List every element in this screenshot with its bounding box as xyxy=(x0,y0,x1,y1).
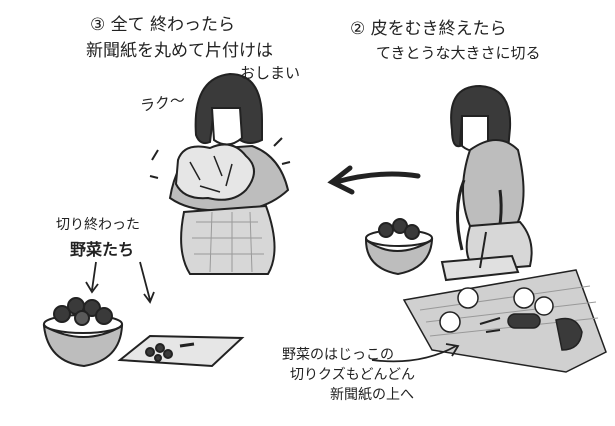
arrow-left-icon xyxy=(327,165,421,195)
left-woman-figure xyxy=(149,72,291,275)
scraps-note-line2: 切りクズもどんどん xyxy=(290,367,416,383)
right-woman-figure xyxy=(440,84,533,282)
cut-vegetables-label-line2: 野菜たち xyxy=(70,240,135,259)
cut-vegetables-label-line1: 切り終わった xyxy=(56,217,140,233)
scraps-note-line3: 新聞紙の上へ xyxy=(330,387,414,403)
step2-caption-line1: ② 皮をむき終えたら xyxy=(350,19,507,39)
step3-caption-line2: 新聞紙を丸めて片付けは xyxy=(86,41,273,61)
right-vegetable-bowl xyxy=(364,218,434,276)
step3-caption-line3: おしまい xyxy=(240,64,301,82)
pointer-arrows xyxy=(85,261,460,363)
scraps-note-line1: 野菜のはじっこの xyxy=(282,347,394,363)
left-vegetable-bowl xyxy=(42,297,124,368)
step2-caption-line2: てきとうな大きさに切る xyxy=(376,44,541,62)
newspaper-floor xyxy=(402,269,607,373)
step3-caption-line1: ③ 全て 終わったら xyxy=(90,15,236,35)
left-cutting-board xyxy=(117,334,245,368)
